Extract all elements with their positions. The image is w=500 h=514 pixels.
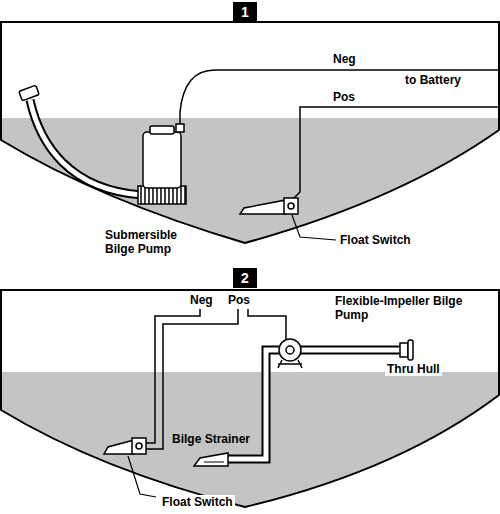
float-switch-1 [240, 198, 298, 214]
hose [19, 85, 142, 195]
part-label: Float Switch [340, 233, 411, 247]
part-label: Submersible Bilge Pump [105, 228, 195, 256]
bilge-strainer [194, 453, 228, 466]
hull-1 [0, 22, 500, 258]
panel-number-text: 1 [241, 4, 249, 20]
part-label: Neg [333, 52, 356, 66]
wires-2 [145, 309, 286, 449]
part-label: to Battery [405, 73, 461, 87]
leader-line [128, 456, 156, 497]
part-label: Float Switch [160, 495, 235, 509]
impeller-pump [278, 339, 302, 368]
wires-1 [180, 70, 499, 200]
part-label: Pos [228, 293, 250, 307]
submersible-pump [138, 124, 186, 204]
part-label: Bilge Strainer [172, 432, 250, 446]
part-label: Thru Hull [385, 362, 442, 376]
panel-number: 1 [233, 2, 257, 22]
panel-number: 2 [233, 268, 257, 288]
pipes [226, 350, 402, 459]
part-label: Flexible-Impeller Bilge Pump [335, 294, 470, 322]
float-switch-2 [104, 438, 146, 454]
thru-hull-fitting [400, 340, 413, 360]
hull-2 [0, 290, 500, 514]
panel-number-text: 2 [241, 270, 249, 286]
leader-line [292, 215, 336, 240]
part-label: Pos [333, 90, 355, 104]
part-label: Neg [190, 293, 213, 307]
